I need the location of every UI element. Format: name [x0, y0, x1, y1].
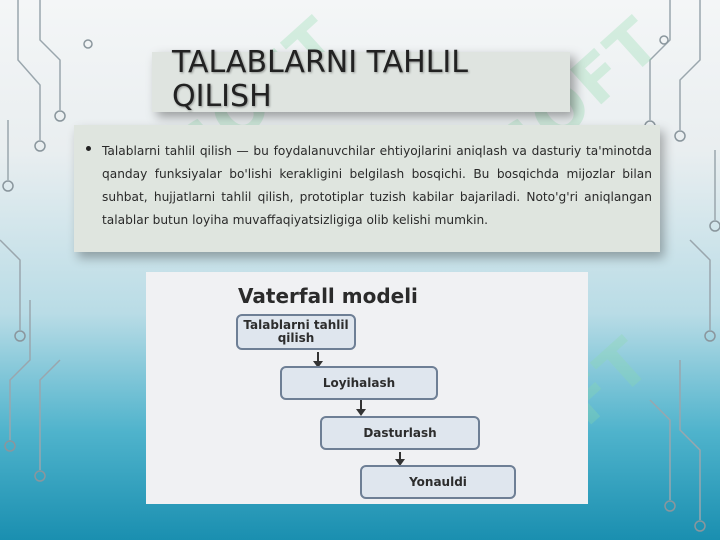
- bullet-dot-icon: [86, 146, 91, 151]
- step-design: Loyihalash: [280, 366, 438, 400]
- slide-title: TALABLARNI TAHLIL QILISH: [172, 45, 468, 114]
- diagram-title: Vaterfall modeli: [238, 284, 418, 308]
- step-requirements: Talablarni tahlil qilish: [236, 314, 356, 350]
- arrow-down-icon: [395, 452, 405, 466]
- waterfall-diagram: Vaterfall modeli Talablarni tahlil qilis…: [146, 272, 588, 504]
- content-panel: [74, 125, 660, 252]
- title-panel: [152, 52, 570, 112]
- bullet-text: Talablarni tahlil qilish — bu foydalanuv…: [102, 144, 652, 227]
- step-coding: Dasturlash: [320, 416, 480, 450]
- arrow-down-icon: [313, 352, 323, 368]
- step-deployment: Yonauldi: [360, 465, 516, 499]
- bullet-item: Talablarni tahlil qilish — bu foydalanuv…: [86, 140, 652, 232]
- arrow-down-icon: [356, 400, 366, 416]
